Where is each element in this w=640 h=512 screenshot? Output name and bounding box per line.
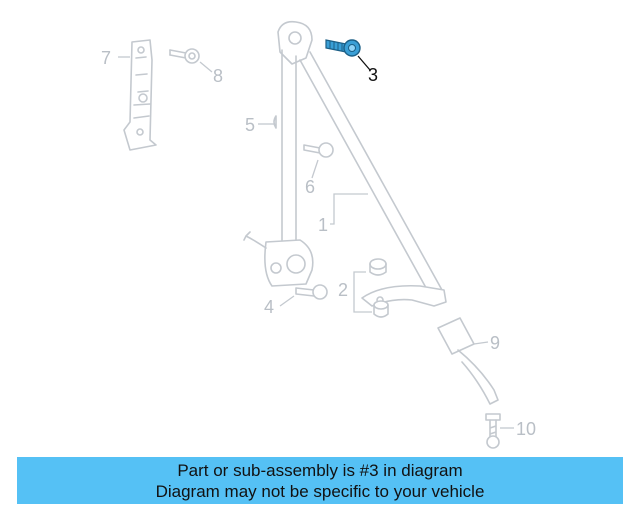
callout-1: 1 <box>318 215 328 235</box>
part-3-bolt-highlighted[interactable] <box>325 39 361 57</box>
part-9-buckle[interactable] <box>437 317 499 405</box>
diagram-info-banner: Part or sub-assembly is #3 in diagram Di… <box>17 457 623 504</box>
callout-6: 6 <box>305 177 315 197</box>
part-8-bolt[interactable] <box>169 48 200 64</box>
callout-5: 5 <box>245 115 255 135</box>
callout-7: 7 <box>101 48 111 68</box>
callout-2: 2 <box>338 280 348 300</box>
part-2-anchor-bolts[interactable] <box>369 258 389 318</box>
callout-9: 9 <box>490 333 500 353</box>
callout-10: 10 <box>516 419 536 439</box>
banner-line-1: Part or sub-assembly is #3 in diagram <box>177 460 463 480</box>
part-5-clip[interactable] <box>273 115 277 129</box>
banner-line-2: Diagram may not be specific to your vehi… <box>155 481 485 501</box>
leader-lines <box>118 55 514 429</box>
part-6-bolt[interactable] <box>303 142 334 158</box>
callout-4: 4 <box>264 297 274 317</box>
callout-3: 3 <box>368 65 378 85</box>
callout-8: 8 <box>213 66 223 86</box>
seat-belt-parts-diagram: 7 8 3 5 6 1 2 4 9 10 <box>101 20 536 449</box>
part-1-belt-assembly[interactable] <box>243 20 447 307</box>
part-7-bracket[interactable] <box>123 39 157 151</box>
part-4-bolt[interactable] <box>295 284 328 300</box>
part-10-bolt[interactable] <box>485 413 501 449</box>
